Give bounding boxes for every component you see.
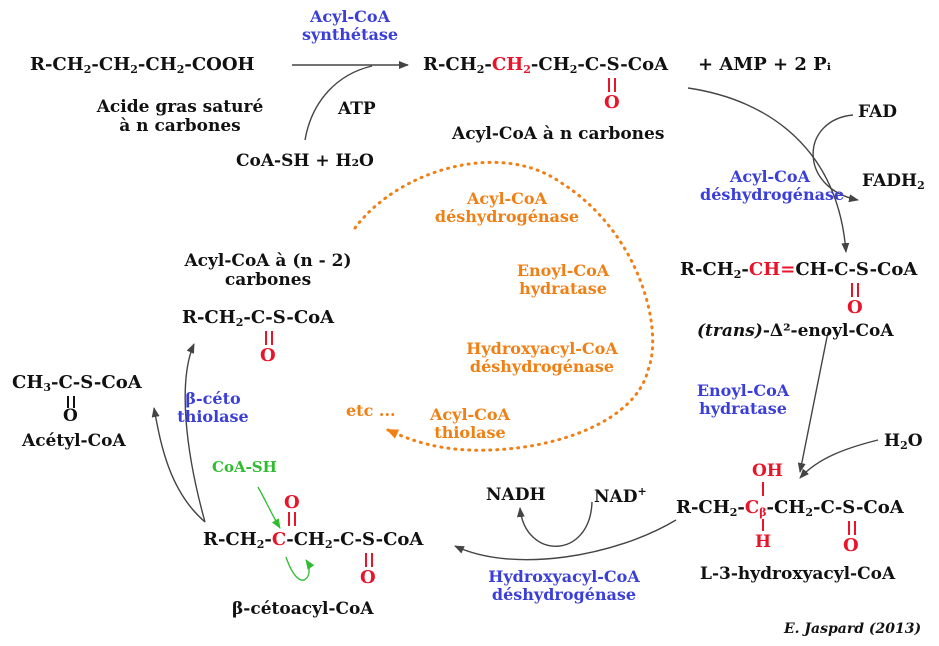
fatty-acid-name: Acide gras saturé à n carbones <box>70 98 290 135</box>
arrow-coash-attack <box>257 486 281 529</box>
hydroxy-h: H <box>755 532 772 552</box>
double-bond <box>265 331 273 345</box>
cycle-line: Enoyl-CoA <box>516 261 610 280</box>
fatty-acid-name-line1: Acide gras saturé <box>96 97 264 117</box>
acyl-coa-n2-formula: R-CH2-C-S-CoA <box>182 307 335 329</box>
atp-label: ATP <box>338 99 376 119</box>
cycle-line: thiolase <box>434 422 506 442</box>
cycle-etc: etc ... <box>346 401 396 420</box>
name-line: Acyl-CoA à (n - 2) <box>184 251 352 271</box>
acetyl-name: Acétyl-CoA <box>22 431 126 451</box>
arrow-hydration <box>797 331 829 473</box>
oxygen-atom: O <box>284 492 300 513</box>
cetoacyl-formula: R-CH2-C-CH2-C-S-CoA <box>203 529 424 551</box>
cycle-hydroxyacyl-coa-dehydrogenase: Hydroxyacyl-CoA déshydrogénase <box>452 340 632 375</box>
cycle-enoyl-coa-hydratase: Enoyl-CoA hydratase <box>508 262 618 297</box>
arrow-dehydrogenation <box>687 87 850 253</box>
hydroxyacyl-name: L-3-hydroxyacyl-CoA <box>700 564 896 584</box>
water-label: H2O <box>884 431 923 452</box>
cetoacyl-name: β-cétoacyl-CoA <box>232 599 374 619</box>
name-line: carbones <box>224 269 312 290</box>
enzyme-beta-ceto-thiolase: β-céto thiolase <box>172 390 254 425</box>
nad-label: NAD+ <box>594 485 647 507</box>
coash-h2o-label: CoA-SH + H₂O <box>236 151 374 171</box>
enoyl-name-prefix: (trans) <box>697 321 763 341</box>
oxygen-atom: O <box>260 345 276 366</box>
acyl-coa-n2-name: Acyl-CoA à (n - 2) carbones <box>168 252 368 289</box>
bond-oh <box>762 482 764 496</box>
cycle-arc <box>353 160 655 452</box>
enzyme-line: Enoyl-CoA <box>696 381 790 400</box>
enzyme-hydroxyacyl-coa-dehydrogenase: Hydroxyacyl-CoA déshydrogénase <box>474 568 654 603</box>
fatty-acid-formula: R-CH2-CH2-CH2-COOH <box>30 54 255 76</box>
acyl-coa-extra: + AMP + 2 Pᵢ <box>698 54 832 75</box>
cycle-line: déshydrogénase <box>469 356 615 376</box>
fad-label: FAD <box>858 102 898 122</box>
enoyl-name: (trans)-Δ²-enoyl-CoA <box>697 322 894 341</box>
double-bond <box>848 521 856 535</box>
acyl-coa-n-name: Acyl-CoA à n carbones <box>452 124 665 144</box>
double-bond <box>67 396 75 408</box>
arrow-thiolysis <box>151 407 206 523</box>
enzyme-line: thiolase <box>177 406 249 426</box>
arrow-fad-fadh2 <box>812 114 859 203</box>
double-bond <box>608 78 616 92</box>
double-bond <box>365 553 373 567</box>
enzyme-line: déshydrogénase <box>700 184 845 204</box>
acetyl-formula: CH3-C-S-CoA <box>12 372 142 394</box>
cycle-line: Hydroxyacyl-CoA <box>466 339 618 358</box>
double-bond <box>288 512 296 526</box>
hydroxyacyl-formula: R-CH2-Cβ-CH2-C-S-CoA <box>676 497 904 519</box>
author-credit: E. Jaspard (2013) <box>784 621 922 637</box>
oxygen-atom: O <box>604 92 620 113</box>
arrow-oxidation <box>454 519 677 561</box>
enzyme-line: Acyl-CoA <box>730 167 810 186</box>
enzyme-line: β-céto <box>185 389 241 408</box>
coash-green-label: CoA-SH <box>212 458 277 476</box>
enoyl-formula: R-CH2-CH=CH-C-S-CoA <box>680 259 918 281</box>
enzyme-acyl-coa-synthetase: Acyl-CoA synthétase <box>290 8 410 43</box>
arrow-water-input <box>799 439 879 479</box>
enzyme-acyl-coa-dehydrogenase: Acyl-CoA déshydrogénase <box>700 167 845 204</box>
bond-h <box>762 519 764 531</box>
arrow-green-loop <box>285 556 315 581</box>
oxygen-atom: O <box>843 535 859 556</box>
enzyme-line: déshydrogénase <box>491 584 637 604</box>
arrow-nad-nadh <box>516 501 593 547</box>
oxygen-atom: O <box>847 297 863 318</box>
cycle-acyl-coa-thiolase: Acyl-CoA thiolase <box>420 406 520 441</box>
oxygen-atom: O <box>360 567 376 588</box>
fatty-acid-name-line2: à n carbones <box>119 115 241 136</box>
cycle-line: déshydrogénase <box>434 206 580 226</box>
acyl-coa-n-formula: R-CH2-CH2-CH2-C-S-CoA <box>423 54 669 76</box>
cycle-line: Acyl-CoA <box>430 405 510 424</box>
cycle-acyl-coa-dehydrogenase: Acyl-CoA déshydrogénase <box>432 190 582 225</box>
enzyme-line: Hydroxyacyl-CoA <box>488 567 640 586</box>
nadh-label: NADH <box>486 485 546 505</box>
enzyme-enoyl-coa-hydratase: Enoyl-CoA hydratase <box>688 382 798 417</box>
fadh2-label: FADH2 <box>862 171 925 192</box>
enoyl-name-rest: -Δ²-enoyl-CoA <box>762 321 894 341</box>
arrow-atp-input <box>304 65 373 141</box>
hydroxy-oh: OH <box>752 461 783 481</box>
cycle-line: hydratase <box>519 278 607 298</box>
arrow-thiolysis-acyl <box>184 343 206 523</box>
oxygen-atom: O <box>63 406 78 426</box>
enzyme-line: Acyl-CoA <box>310 7 390 26</box>
enzyme-line: synthétase <box>301 24 399 44</box>
double-bond <box>851 283 859 297</box>
enzyme-line: hydratase <box>699 398 787 418</box>
cycle-line: Acyl-CoA <box>467 189 547 208</box>
